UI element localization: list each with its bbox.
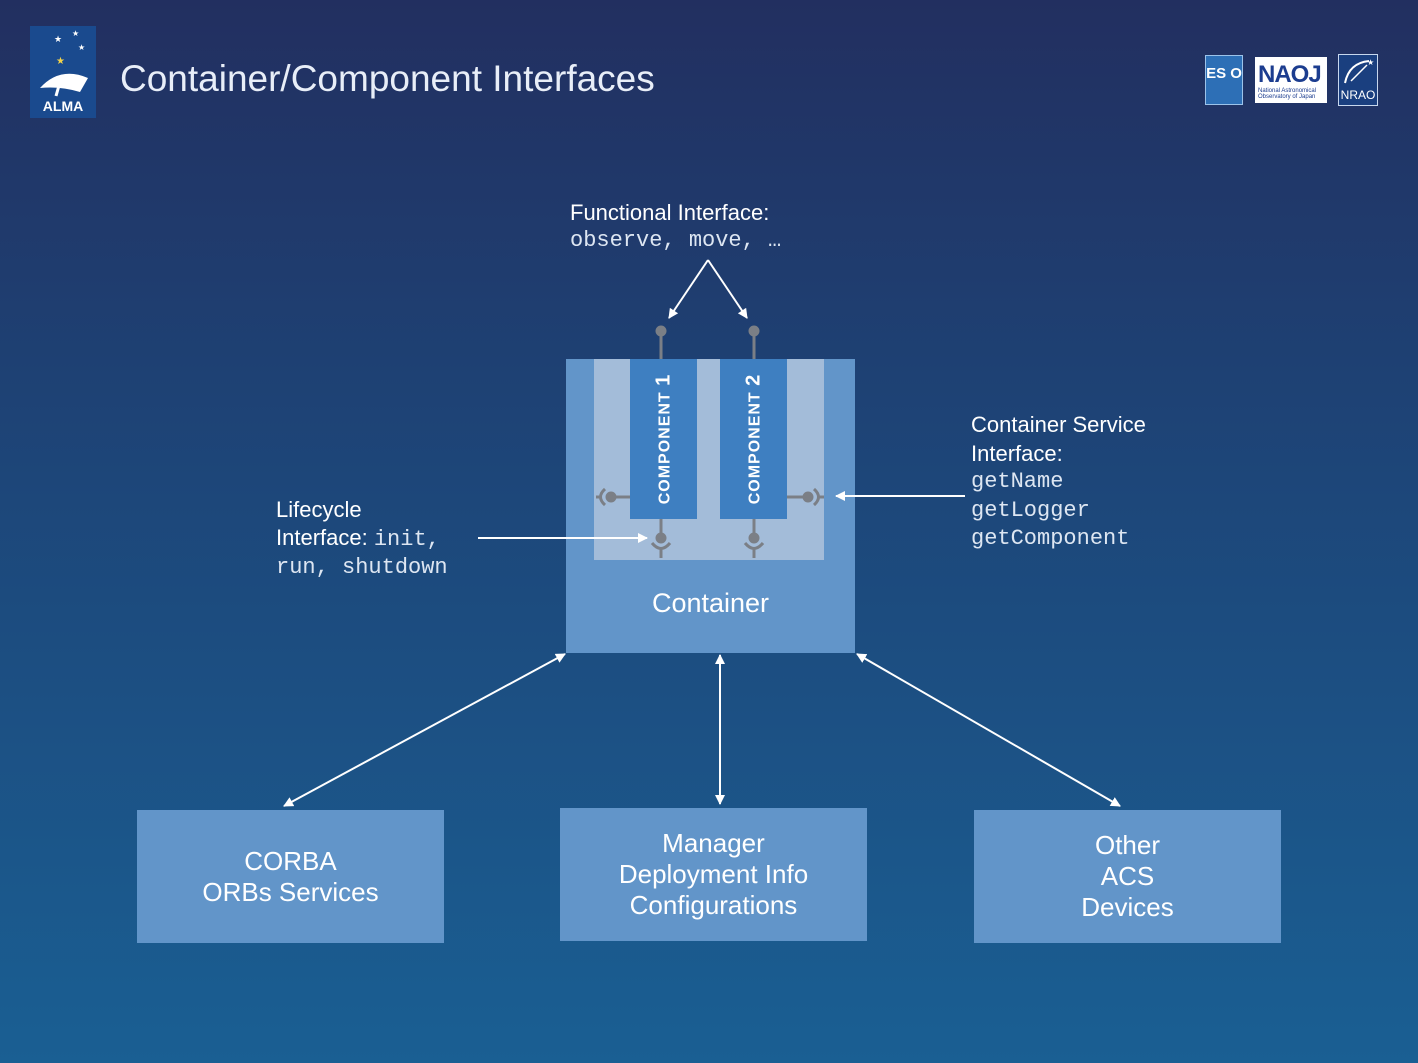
alma-stars-icon: ★ ★ ★ ★ (40, 29, 88, 97)
arrow-container-acs (856, 653, 1121, 807)
container-service-method-getlogger: getLogger (971, 497, 1090, 523)
lifecycle-connectors (650, 519, 765, 558)
functional-interface-label: Functional Interface: observe, move, … (570, 199, 781, 255)
alma-logo: ★ ★ ★ ★ ALMA (30, 26, 96, 118)
svg-text:★: ★ (56, 56, 65, 67)
svg-text:★: ★ (54, 34, 62, 44)
arrow-to-component-2 (707, 259, 748, 319)
container-service-heading-2: Interface: (971, 440, 1063, 466)
nrao-dish-icon: ★ (1344, 58, 1374, 84)
corba-box-line-1: CORBA (244, 845, 337, 876)
acs-box-line-2: ACS (1100, 861, 1155, 891)
nrao-logo-text: NRAO (1340, 88, 1376, 102)
eso-logo-text: ES O (1206, 65, 1242, 82)
naoj-logo-text: NAOJ (1258, 61, 1322, 88)
service-connectors (596, 487, 824, 507)
lifecycle-method-run-shutdown: run, shutdown (276, 555, 448, 580)
manager-box-line-1: Manager (662, 828, 765, 858)
functional-arrows (668, 259, 748, 319)
nrao-logo: ★ NRAO (1338, 54, 1378, 106)
lifecycle-method-init: init, (373, 527, 440, 552)
functional-interface-connectors (655, 325, 760, 359)
corba-box: CORBA ORBs Services (137, 810, 444, 943)
lifecycle-interface-label: Lifecycle Interface: init, run, shutdown (276, 496, 448, 582)
arrow-to-component-1 (668, 259, 709, 319)
container-service-interface-label: Container Service Interface: getName get… (971, 411, 1146, 554)
naoj-logo-subtext: National Astronomical Observatory of Jap… (1258, 88, 1317, 100)
acs-box-line-3: Devices (1081, 892, 1174, 922)
lifecycle-heading-2: Interface: (276, 525, 368, 550)
manager-box-line-2: Deployment Info (618, 859, 809, 889)
eso-logo: ES O (1205, 55, 1243, 105)
alma-logo-text: ALMA (42, 98, 84, 114)
container-service-method-getcomponent: getComponent (971, 526, 1130, 551)
container-service-heading-1: Container Service (971, 412, 1146, 437)
svg-text:★: ★ (72, 29, 79, 38)
arrow-container-corba (283, 653, 566, 807)
container-service-method-getname: getName (971, 469, 1064, 494)
page-title: Container/Component Interfaces (120, 58, 655, 99)
container-label: Container (651, 588, 770, 618)
functional-interface-methods: observe, move, … (570, 228, 782, 253)
component-2: COMPONENT 2 (720, 359, 787, 519)
component-1: COMPONENT 1 (630, 359, 697, 519)
acs-devices-box: Other ACS Devices (974, 810, 1281, 943)
svg-text:★: ★ (1367, 58, 1374, 67)
corba-box-line-2: ORBs Services (202, 876, 379, 907)
lifecycle-heading-1: Lifecycle (276, 497, 362, 522)
naoj-logo: NAOJ National Astronomical Observatory o… (1255, 57, 1327, 103)
svg-text:★: ★ (78, 43, 85, 52)
manager-box-line-3: Configurations (629, 890, 798, 920)
manager-box: Manager Deployment Info Configurations (560, 808, 867, 941)
acs-box-line-1: Other (1094, 830, 1160, 860)
functional-interface-heading: Functional Interface: (570, 200, 770, 225)
